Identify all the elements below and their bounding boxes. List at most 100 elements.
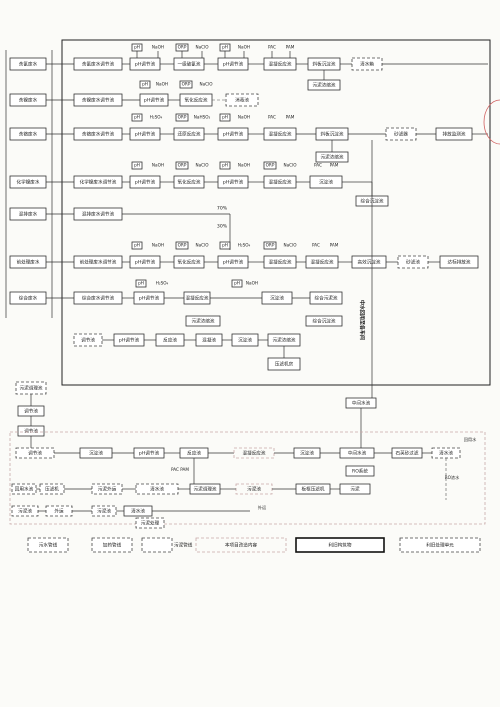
svg-text:利旧构筑物: 利旧构筑物	[329, 542, 352, 549]
row-pretreatment: 前处理废水调节池 pH调节池 氧化反应池 pH调节池 混凝反应池 混凝反应池 高…	[73, 241, 479, 269]
svg-text:ORP: ORP	[266, 163, 275, 168]
svg-text:pH: pH	[222, 243, 228, 248]
svg-text:pH调节池: pH调节池	[135, 179, 156, 186]
source-label: 含铬废水	[19, 131, 38, 138]
svg-text:消毒池: 消毒池	[235, 97, 249, 104]
svg-text:ORP: ORP	[178, 115, 187, 120]
source-label: 混排废水	[19, 211, 38, 218]
source-label: 前处理废水	[17, 259, 40, 266]
svg-text:污泥浓缩池: 污泥浓缩池	[321, 154, 344, 161]
svg-text:沉淀池: 沉淀池	[300, 450, 314, 457]
row-sludge-line: 调节池 pH调节池 反应池 混凝池 沉淀池 污泥浓缩池 压滤机房	[73, 333, 301, 371]
svg-text:反应池: 反应池	[187, 450, 201, 457]
svg-text:pH调节池: pH调节池	[135, 61, 156, 68]
svg-text:沉淀池: 沉淀池	[89, 450, 103, 457]
svg-text:还原反应池: 还原反应池	[178, 131, 201, 138]
svg-text:pH调节池: pH调节池	[223, 259, 244, 266]
source-label: 含镍废水	[19, 97, 38, 104]
reuse-vertical-label: 中水回用至各车间	[359, 300, 366, 340]
svg-text:NaOH: NaOH	[238, 163, 250, 168]
svg-text:污泥管线: 污泥管线	[174, 542, 193, 549]
svg-text:污泥浓缩池: 污泥浓缩池	[192, 318, 215, 325]
svg-text:反应池: 反应池	[163, 337, 177, 344]
svg-text:含氰废水调节池: 含氰废水调节池	[82, 61, 115, 68]
svg-text:pH调节池: pH调节池	[135, 259, 156, 266]
svg-text:混凝反应池: 混凝反应池	[243, 450, 266, 457]
source-arrows	[46, 63, 74, 299]
svg-text:pH调节池: pH调节池	[139, 450, 160, 457]
svg-text:NaClO: NaClO	[199, 82, 213, 87]
svg-text:混凝反应池: 混凝反应池	[186, 295, 209, 302]
svg-text:混凝反应池: 混凝反应池	[269, 61, 292, 68]
lower-section: 调节池 沉淀池 pH调节池 反应池 混凝反应池 沉淀池 中间水池 石英砂过滤 清…	[11, 436, 477, 529]
svg-text:NaClO: NaClO	[283, 163, 297, 168]
svg-text:H₂SO₄: H₂SO₄	[156, 281, 169, 286]
svg-text:PAC: PAC	[268, 115, 276, 120]
svg-text:回用水: 回用水	[464, 436, 477, 443]
svg-text:污泥浓缩池: 污泥浓缩池	[273, 337, 296, 344]
svg-text:综合沉淀池: 综合沉淀池	[313, 318, 336, 325]
svg-text:污泥处理: 污泥处理	[141, 520, 160, 527]
svg-text:压滤机: 压滤机	[45, 486, 59, 493]
svg-text:NaClO: NaClO	[195, 45, 209, 50]
row-chromium: 含铬废水调节池 pH调节池 还原反应池 pH调节池 混凝反应池 斜板沉淀池 污泥…	[73, 113, 488, 163]
svg-text:砂滤器: 砂滤器	[394, 131, 408, 138]
svg-text:RO浓水: RO浓水	[445, 474, 460, 481]
svg-text:pH: pH	[234, 281, 240, 286]
svg-text:污泥调理池: 污泥调理池	[194, 486, 217, 493]
svg-text:板框压滤机: 板框压滤机	[302, 486, 325, 493]
svg-text:污泥池: 污泥池	[97, 508, 111, 515]
svg-text:PAM: PAM	[330, 163, 339, 168]
svg-text:污泥: 污泥	[350, 486, 360, 493]
svg-text:清水池: 清水池	[131, 508, 145, 515]
svg-text:pH调节池: pH调节池	[223, 179, 244, 186]
svg-text:NaOH: NaOH	[238, 115, 250, 120]
svg-text:沉淀池: 沉淀池	[238, 337, 252, 344]
svg-text:ORP: ORP	[178, 243, 187, 248]
svg-text:ORP: ORP	[178, 45, 187, 50]
svg-text:前处理废水调节池: 前处理废水调节池	[80, 259, 117, 266]
upgrade-region	[9, 431, 486, 525]
svg-text:外运: 外运	[54, 508, 64, 515]
svg-text:NaClO: NaClO	[195, 243, 209, 248]
svg-text:pH: pH	[134, 243, 140, 248]
svg-text:污泥调理池: 污泥调理池	[20, 385, 43, 392]
svg-text:NaOH: NaOH	[238, 45, 250, 50]
svg-text:综合废水调节池: 综合废水调节池	[82, 295, 115, 302]
svg-text:混排废水调节池: 混排废水调节池	[82, 211, 115, 218]
svg-text:pH: pH	[138, 281, 144, 286]
svg-text:pH调节池: pH调节池	[223, 131, 244, 138]
svg-text:石英砂过滤: 石英砂过滤	[396, 450, 419, 457]
svg-text:污水管线: 污水管线	[39, 542, 58, 549]
svg-text:pH: pH	[222, 163, 228, 168]
svg-text:斜板沉淀池: 斜板沉淀池	[313, 61, 336, 68]
svg-text:pH调节池: pH调节池	[144, 97, 165, 104]
svg-text:PAC: PAC	[268, 45, 276, 50]
svg-text:混凝反应池: 混凝反应池	[269, 259, 292, 266]
svg-text:污泥池: 污泥池	[18, 508, 32, 515]
svg-text:30%: 30%	[217, 224, 228, 230]
svg-text:调节池: 调节池	[81, 337, 95, 344]
svg-text:高效沉淀池: 高效沉淀池	[358, 259, 381, 266]
svg-text:pH: pH	[222, 45, 228, 50]
svg-text:70%: 70%	[217, 206, 228, 212]
svg-text:调节池: 调节池	[24, 428, 38, 435]
svg-text:达标排放池: 达标排放池	[448, 259, 471, 266]
seal-stamp	[483, 99, 500, 145]
svg-text:外运: 外运	[258, 504, 267, 511]
svg-text:中间水池: 中间水池	[352, 400, 371, 407]
svg-text:砂滤池: 砂滤池	[406, 259, 420, 266]
svg-text:PAM: PAM	[286, 115, 295, 120]
svg-text:pH调节池: pH调节池	[119, 337, 140, 344]
row-comprehensive: 综合废水调节池 pH调节池 混凝反应池 沉淀池 综合污泥池 污泥浓缩池 综合沉淀…	[73, 279, 343, 327]
svg-text:NaOH: NaOH	[156, 82, 168, 87]
svg-text:沉淀池: 沉淀池	[270, 295, 284, 302]
svg-text:中间水池: 中间水池	[348, 450, 367, 457]
svg-text:NaOH: NaOH	[152, 243, 164, 248]
svg-text:混凝反应池: 混凝反应池	[269, 131, 292, 138]
svg-text:ORP: ORP	[182, 82, 191, 87]
svg-text:氧化反应池: 氧化反应池	[185, 97, 208, 104]
system-frame	[61, 39, 491, 386]
svg-text:清水池: 清水池	[150, 486, 164, 493]
